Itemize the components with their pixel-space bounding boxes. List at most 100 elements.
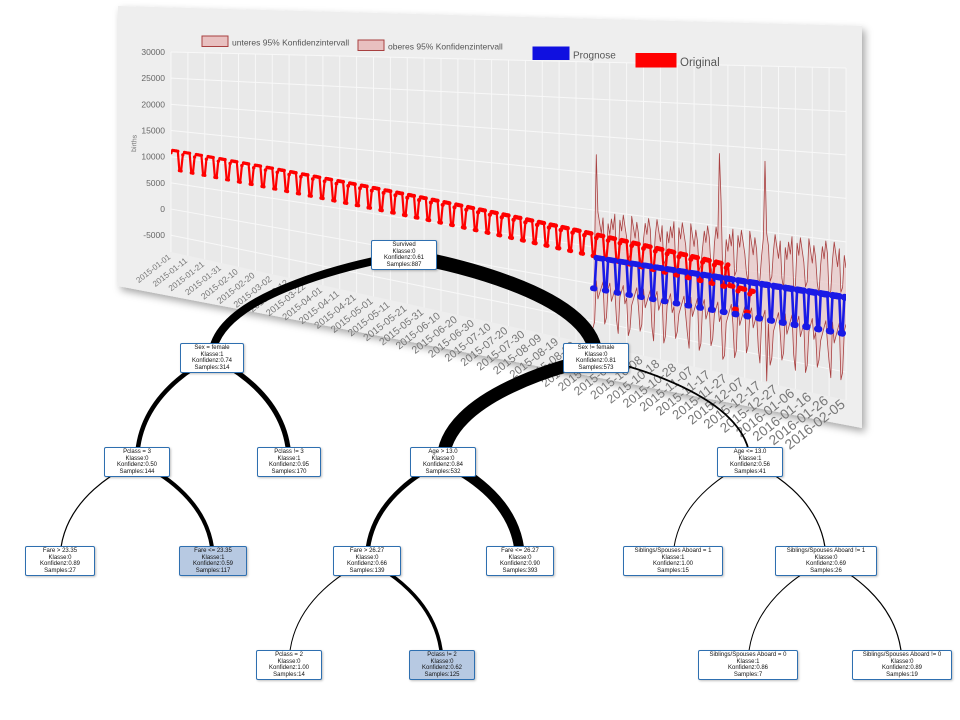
node-line: Klasse:1 xyxy=(277,455,301,462)
tree-node-siblings-ne-1[interactable]: Siblings/Spouses Aboard != 1 Klasse:0 Ko… xyxy=(775,546,877,576)
node-line: Klasse:1 xyxy=(201,554,225,561)
node-line: Samples:170 xyxy=(271,468,307,475)
original-point xyxy=(497,233,503,238)
forecast-point xyxy=(670,267,677,274)
original-point xyxy=(364,184,369,189)
original-point xyxy=(294,170,298,175)
node-line: Fare <= 23.35 xyxy=(194,548,232,554)
original-point xyxy=(211,155,215,160)
forecast-point xyxy=(842,294,846,301)
forecast-point xyxy=(753,279,760,287)
forecast-point xyxy=(780,319,787,326)
legend-swatch xyxy=(201,35,229,47)
original-point xyxy=(368,205,373,210)
node-line: Konfidenz:0.69 xyxy=(805,561,847,568)
original-point xyxy=(518,215,523,221)
original-point xyxy=(322,179,327,184)
tree-node-root[interactable]: Survived Klasse:0 Konfidenz:0.61 Samples… xyxy=(371,240,437,270)
node-line: Samples:27 xyxy=(44,567,76,574)
forecast-point xyxy=(662,298,669,305)
node-line: Fare > 26.27 xyxy=(349,548,385,554)
forecast-point xyxy=(803,323,811,331)
legend-swatch xyxy=(532,46,570,60)
original-point xyxy=(506,213,511,218)
original-point xyxy=(553,223,559,228)
legend-label: Prognose xyxy=(573,51,616,62)
forecast-point xyxy=(706,272,713,279)
tree-node-sex-female[interactable]: Sex = female Klasse:1 Konfidenz:0.74 Sam… xyxy=(180,343,244,373)
tree-node-fare-gt-23-35[interactable]: Fare > 23.35 Klasse:0 Konfidenz:0.89 Sam… xyxy=(25,546,95,576)
tree-node-pclass-not-2[interactable]: Pclass != 2 Klasse:0 Konfidenz:0.62 Samp… xyxy=(409,650,475,680)
node-line: Samples:573 xyxy=(578,364,614,371)
tree-node-siblings-ne-0[interactable]: Siblings/Spouses Aboard != 0 Klasse:0 Ko… xyxy=(852,650,952,680)
y-tick-label: 30000 xyxy=(141,47,165,57)
original-point xyxy=(240,163,244,168)
original-point xyxy=(199,153,204,158)
tree-node-sex-not-female[interactable]: Sex != female Klasse:0 Konfidenz:0.81 Sa… xyxy=(563,343,629,373)
original-point xyxy=(388,189,393,194)
original-point xyxy=(482,208,488,213)
tree-node-fare-gt-26-27[interactable]: Fare > 26.27 Klasse:0 Konfidenz:0.66 Sam… xyxy=(333,546,401,576)
node-line: Samples:117 xyxy=(195,567,231,574)
node-line: Fare > 23.35 xyxy=(42,548,78,554)
original-point xyxy=(635,241,641,247)
original-point xyxy=(250,182,254,187)
original-point xyxy=(447,201,452,206)
node-line: Konfidenz:0.84 xyxy=(422,462,464,469)
node-line: Klasse:1 xyxy=(738,455,762,462)
original-point xyxy=(275,170,280,175)
tree-node-pclass-not-3[interactable]: Pclass != 3 Klasse:1 Konfidenz:0.95 Samp… xyxy=(257,447,321,477)
original-point xyxy=(246,162,251,166)
node-line: Pclass = 2 xyxy=(275,652,303,658)
tree-node-age-le-13[interactable]: Age <= 13.0 Klasse:1 Konfidenz:0.56 Samp… xyxy=(717,447,783,477)
tree-node-pclass-2[interactable]: Pclass = 2 Klasse:0 Konfidenz:1.00 Sampl… xyxy=(256,650,322,680)
original-point xyxy=(262,184,266,189)
y-tick-label: 0 xyxy=(160,204,165,214)
tree-node-pclass-3[interactable]: Pclass = 3 Klasse:0 Konfidenz:0.50 Sampl… xyxy=(104,447,170,477)
node-line: Klasse:0 xyxy=(392,248,416,255)
tree-node-fare-le-26-27[interactable]: Fare <= 26.27 Klasse:0 Konfidenz:0.90 Sa… xyxy=(486,546,554,576)
node-line: Klasse:0 xyxy=(355,554,379,561)
original-point xyxy=(203,173,207,178)
tree-node-fare-le-23-35[interactable]: Fare <= 23.35 Klasse:1 Konfidenz:0.59 Sa… xyxy=(179,546,247,576)
original-point xyxy=(263,168,268,172)
original-point xyxy=(580,251,586,256)
node-line: Samples:393 xyxy=(502,567,538,574)
y-tick-label: 10000 xyxy=(141,152,165,162)
original-point xyxy=(671,249,677,255)
original-point xyxy=(400,191,405,196)
node-line: Siblings/Spouses Aboard = 1 xyxy=(634,548,712,554)
tree-node-age-gt-13[interactable]: Age > 13.0 Klasse:0 Konfidenz:0.84 Sampl… xyxy=(410,447,476,477)
upper-ci-line xyxy=(592,153,846,297)
original-point xyxy=(730,283,736,289)
original-point xyxy=(235,160,239,164)
y-tick-label: 25000 xyxy=(141,73,165,83)
original-point xyxy=(600,233,606,239)
original-point xyxy=(415,215,420,220)
forecast-point xyxy=(815,325,823,333)
original-point xyxy=(191,171,195,175)
node-line: Klasse:0 xyxy=(430,658,454,665)
original-point xyxy=(423,196,428,201)
node-line: Samples:26 xyxy=(810,567,842,574)
node-line: Konfidenz:0.90 xyxy=(499,561,541,568)
original-point xyxy=(299,174,303,179)
tree-node-siblings-eq-0[interactable]: Siblings/Spouses Aboard = 0 Klasse:1 Kon… xyxy=(698,650,798,680)
original-point xyxy=(282,168,286,173)
forecast-point xyxy=(623,259,630,266)
forecast-point xyxy=(792,321,799,329)
node-line: Samples:125 xyxy=(424,671,460,678)
forecast-point xyxy=(788,285,796,293)
original-point xyxy=(238,180,242,184)
node-line: Fare <= 26.27 xyxy=(501,548,539,554)
forecast-point xyxy=(717,274,725,281)
node-line: Klasse:0 xyxy=(48,554,72,561)
node-line: Samples:15 xyxy=(657,567,689,574)
y-axis-label: births xyxy=(131,134,139,152)
tree-node-siblings-eq-1[interactable]: Siblings/Spouses Aboard = 1 Klasse:1 Kon… xyxy=(623,546,723,576)
